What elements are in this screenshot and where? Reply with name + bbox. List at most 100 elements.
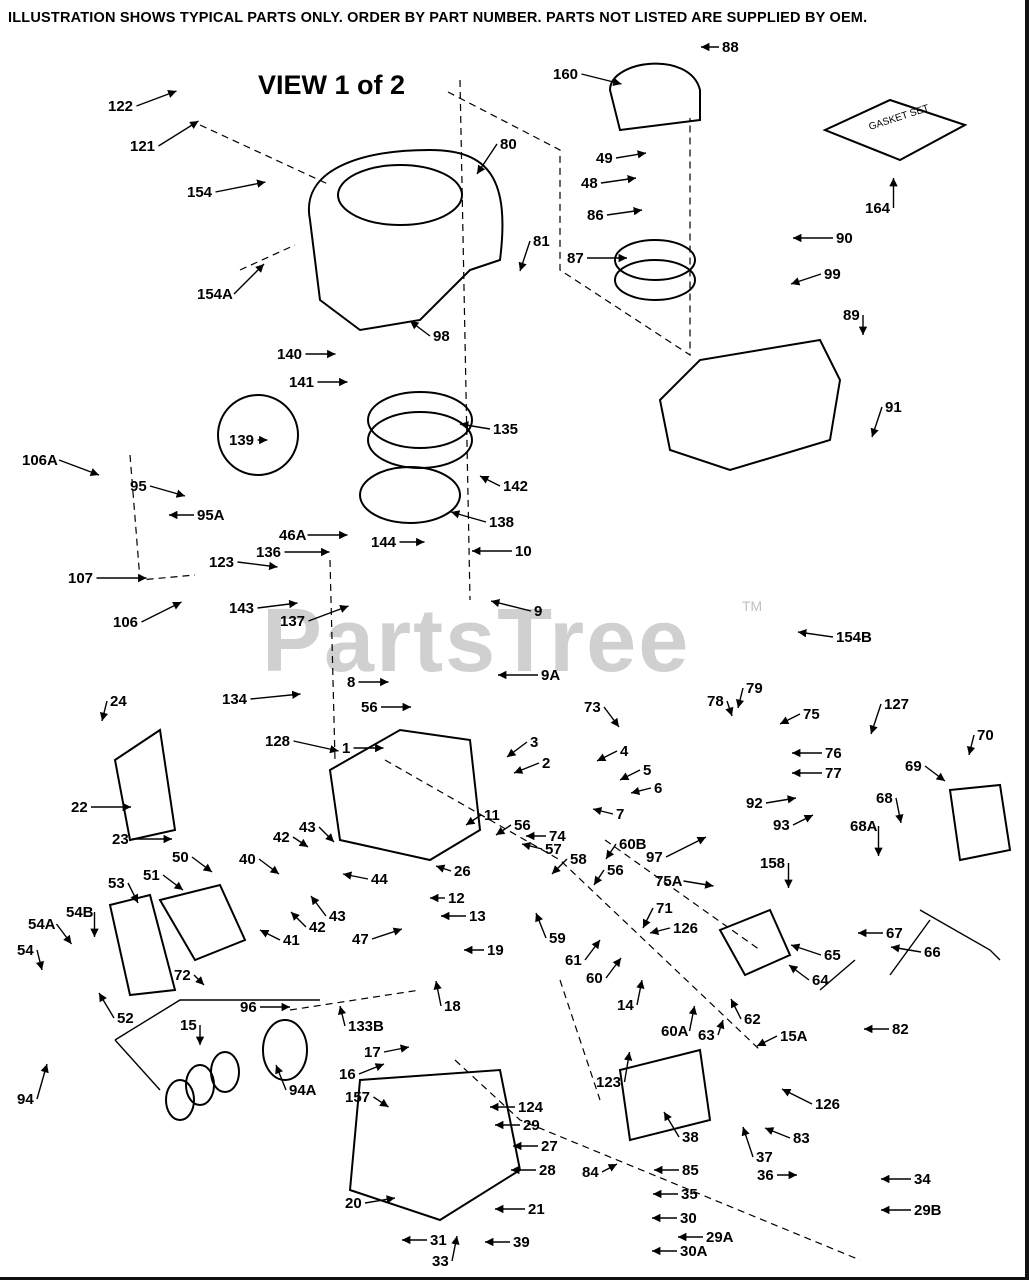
part-callout-94: 94 xyxy=(17,1091,34,1108)
callout-leader-79 xyxy=(735,687,745,709)
part-callout-39: 39 xyxy=(513,1234,530,1251)
part-callout-17: 17 xyxy=(364,1044,381,1061)
callout-leader-44 xyxy=(342,871,369,880)
callout-leader-63 xyxy=(716,1019,725,1036)
part-callout-158: 158 xyxy=(760,855,785,872)
part-callout-137: 137 xyxy=(280,613,305,630)
callout-leader-122 xyxy=(136,90,177,107)
part-callout-133B: 133B xyxy=(348,1018,384,1035)
bracket-lines xyxy=(114,909,1001,1091)
part-callout-3: 3 xyxy=(530,734,538,751)
callout-leader-92 xyxy=(765,795,797,804)
part-callout-95A: 95A xyxy=(197,507,225,524)
part-callout-15: 15 xyxy=(180,1017,197,1034)
part-callout-74: 74 xyxy=(549,828,566,845)
callout-leader-61 xyxy=(584,939,601,961)
part-callout-33: 33 xyxy=(432,1253,449,1270)
part-callout-34: 34 xyxy=(914,1171,931,1188)
part-callout-29B: 29B xyxy=(914,1202,942,1219)
diagram-notice: ILLUSTRATION SHOWS TYPICAL PARTS ONLY. O… xyxy=(8,10,868,26)
part-callout-44: 44 xyxy=(371,871,388,888)
part-callout-90: 90 xyxy=(836,230,853,247)
callout-leader-75A xyxy=(683,880,714,889)
part-callout-54: 54 xyxy=(17,942,34,959)
part-callout-53: 53 xyxy=(108,875,125,892)
part-callout-42: 42 xyxy=(273,829,290,846)
part-callout-138: 138 xyxy=(489,514,514,531)
callout-leader-41 xyxy=(259,929,281,941)
part-callout-9A: 9A xyxy=(541,667,560,684)
callout-leader-54A xyxy=(55,923,73,945)
gasket-set-box-label: GASKET SET xyxy=(868,103,931,133)
part-callout-86: 86 xyxy=(587,207,604,224)
callout-leader-60B xyxy=(605,843,617,860)
part-callout-22: 22 xyxy=(71,799,88,816)
callout-leader-26 xyxy=(435,864,452,873)
part-callout-36: 36 xyxy=(757,1167,774,1184)
part-callout-20: 20 xyxy=(345,1195,362,1212)
part-callout-64: 64 xyxy=(812,972,829,989)
part-callout-29: 29 xyxy=(523,1117,540,1134)
callout-leader-83 xyxy=(764,1127,791,1139)
callout-leader-56 xyxy=(593,869,605,886)
callout-leader-40 xyxy=(258,858,280,875)
part-callout-41: 41 xyxy=(283,932,300,949)
part-callout-54B: 54B xyxy=(66,904,94,921)
part-callout-7: 7 xyxy=(616,806,624,823)
part-callout-58: 58 xyxy=(570,851,587,868)
callout-leader-154 xyxy=(215,179,266,193)
callout-leader-62 xyxy=(730,998,742,1020)
part-callout-77: 77 xyxy=(825,765,842,782)
part-callout-79: 79 xyxy=(746,680,763,697)
callout-leader-11 xyxy=(465,814,482,826)
part-callout-57: 57 xyxy=(545,841,562,858)
part-callout-69: 69 xyxy=(905,758,922,775)
callout-leader-84 xyxy=(601,1163,618,1173)
part-callout-10: 10 xyxy=(515,543,532,560)
part-callout-19: 19 xyxy=(487,942,504,959)
part-callout-63: 63 xyxy=(698,1027,715,1044)
callout-leader-93 xyxy=(792,814,814,826)
callout-leader-137 xyxy=(308,605,349,622)
callout-leaders xyxy=(35,42,976,1262)
part-callout-30A: 30A xyxy=(680,1243,708,1260)
callout-leader-43 xyxy=(310,895,327,917)
callout-leader-91 xyxy=(870,406,883,438)
part-callout-106: 106 xyxy=(113,614,138,631)
part-callout-75: 75 xyxy=(803,706,820,723)
callout-leader-42 xyxy=(290,911,307,928)
part-callout-87: 87 xyxy=(567,250,584,267)
callout-leader-38 xyxy=(663,1111,680,1138)
part-callout-6: 6 xyxy=(654,780,662,797)
part-callout-164: 164 xyxy=(865,200,891,217)
view-title: VIEW 1 of 2 xyxy=(258,70,406,100)
component-outlines xyxy=(108,62,1012,1222)
part-callout-2: 2 xyxy=(542,755,550,772)
part-callout-13: 13 xyxy=(469,908,486,925)
callout-leader-160 xyxy=(581,73,622,87)
part-callout-85: 85 xyxy=(682,1162,699,1179)
callout-leader-138 xyxy=(450,510,487,523)
part-callout-59: 59 xyxy=(549,930,566,947)
part-callout-8: 8 xyxy=(347,674,355,691)
part-callout-26: 26 xyxy=(454,863,471,880)
part-callout-49: 49 xyxy=(596,150,613,167)
callout-leader-48 xyxy=(600,175,637,184)
part-callout-123: 123 xyxy=(209,554,234,571)
part-callout-52: 52 xyxy=(117,1010,134,1027)
callout-leader-126 xyxy=(781,1088,813,1105)
callout-leader-14 xyxy=(636,979,645,1006)
callout-leader-143 xyxy=(257,599,298,609)
callout-leader-9 xyxy=(490,598,532,612)
callout-leader-20 xyxy=(364,1195,396,1204)
part-callout-135: 135 xyxy=(493,421,518,438)
callout-leader-81 xyxy=(518,240,531,272)
callout-leader-142 xyxy=(479,475,501,487)
callout-leader-4 xyxy=(596,750,618,762)
part-callout-124: 124 xyxy=(518,1099,544,1116)
part-callout-157: 157 xyxy=(345,1089,370,1106)
callout-leader-3 xyxy=(506,741,528,758)
part-callout-40: 40 xyxy=(239,851,256,868)
part-callout-97: 97 xyxy=(646,849,663,866)
